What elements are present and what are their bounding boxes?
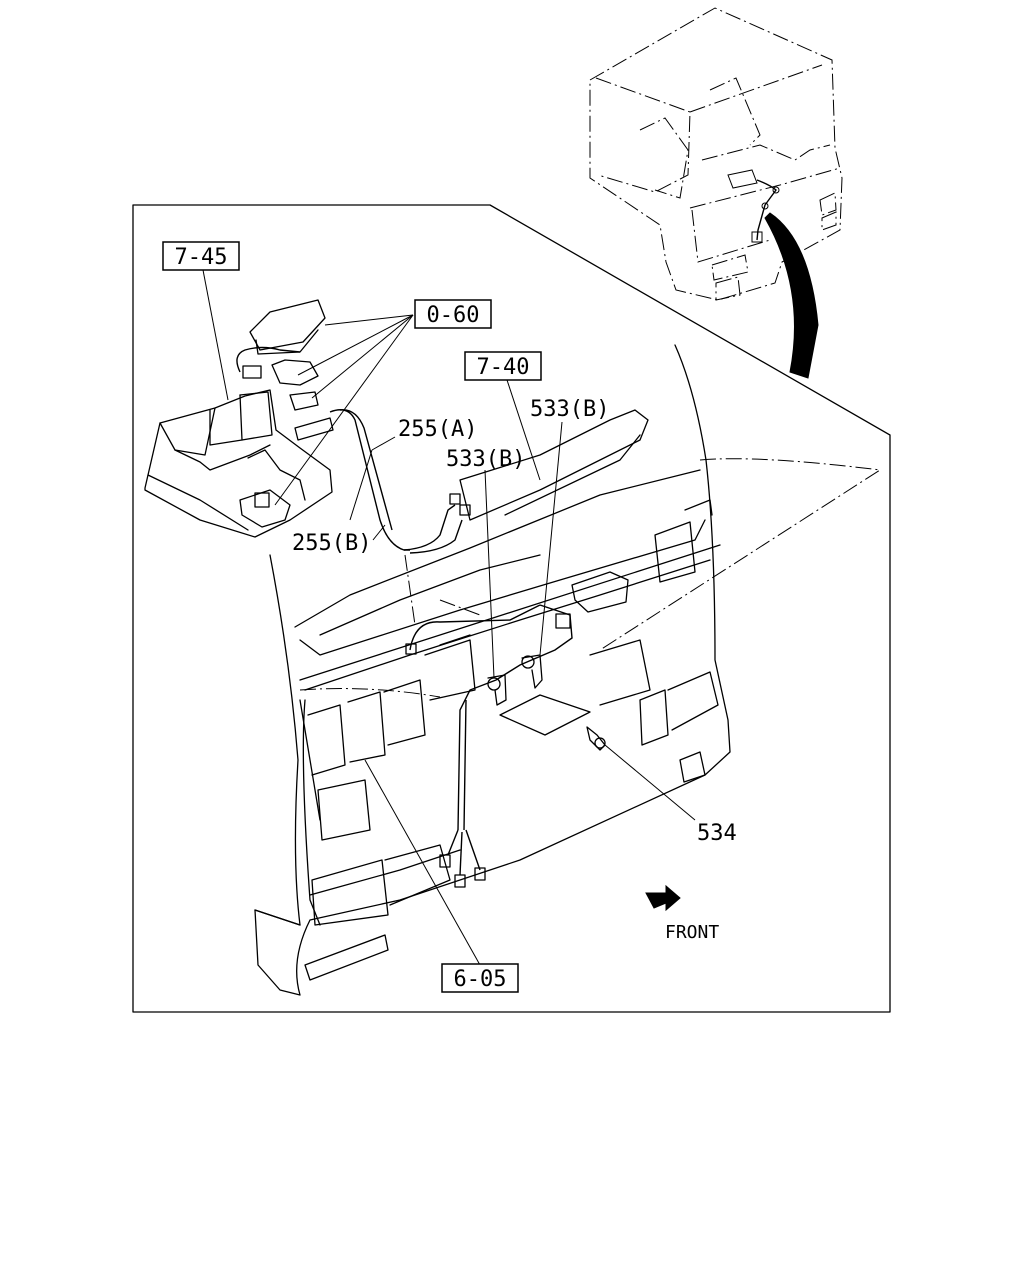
ref-label-7-40: 7-40 [477, 355, 530, 380]
leader-lines [202, 269, 696, 966]
part-label-255a: 255(A) [398, 417, 477, 442]
ref-box-7-45: 7-45 [162, 241, 240, 271]
part-label-533b-upper: 533(B) [530, 397, 609, 422]
front-direction-arrow-icon [645, 884, 681, 912]
part-label-533b-lower: 533(B) [446, 447, 525, 472]
cab-body [254, 344, 882, 996]
front-label: FRONT [665, 922, 719, 943]
ref-box-0-60: 0-60 [414, 299, 492, 329]
ref-label-7-45: 7-45 [175, 245, 228, 270]
cab-overview-inset [589, 7, 843, 379]
part-label-534: 534 [697, 821, 737, 846]
ref-label-6-05: 6-05 [454, 967, 507, 992]
detail-frame [132, 204, 891, 1013]
ref-box-6-05: 6-05 [441, 963, 519, 993]
part-label-255b: 255(B) [292, 531, 371, 556]
ref-box-7-40: 7-40 [464, 351, 542, 381]
ref-label-0-60: 0-60 [427, 303, 480, 328]
overhead-console-detail [144, 299, 471, 554]
